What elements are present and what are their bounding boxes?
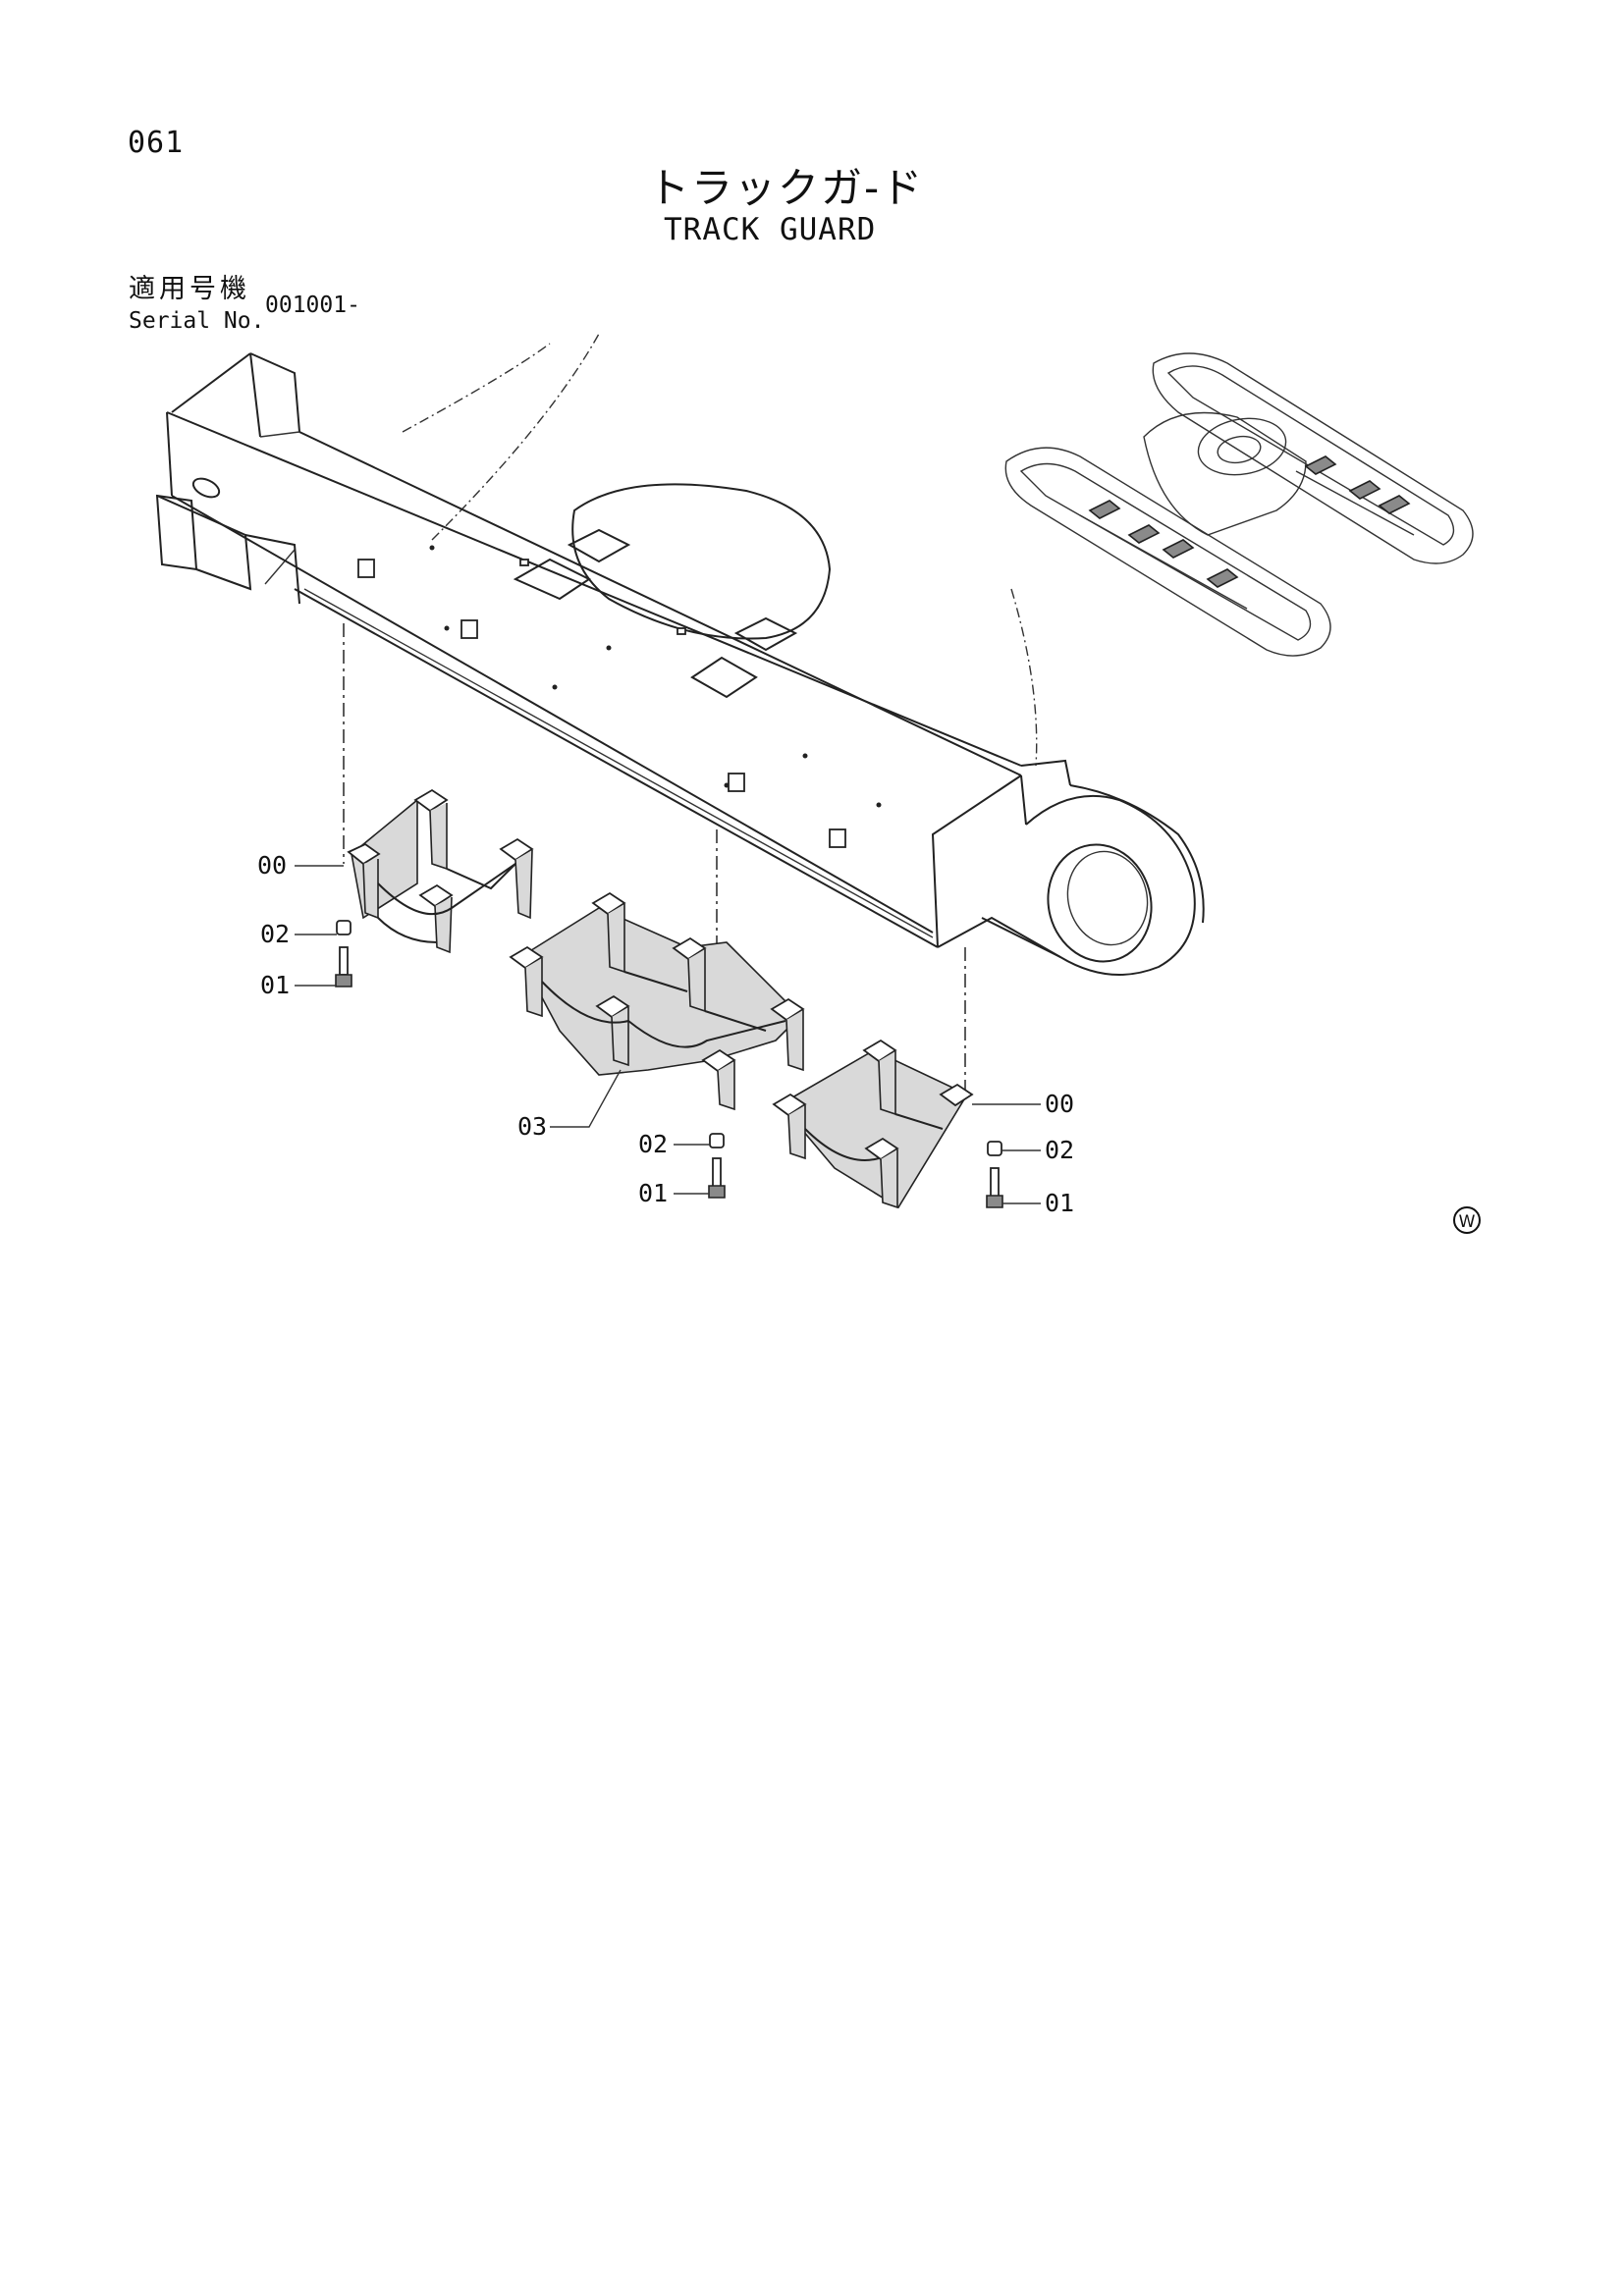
serial-label-japanese: 適用号機	[129, 274, 250, 304]
circled-w-mark: W	[1453, 1206, 1481, 1234]
callout-right-washer: 02	[1045, 1136, 1074, 1164]
serial-number-value: 001001-	[265, 293, 360, 318]
center-track-guard	[509, 891, 805, 1111]
page-number: 061	[128, 126, 185, 160]
left-washer-and-bolt	[335, 920, 352, 988]
callout-center-washer: 02	[638, 1130, 668, 1158]
serial-label-english: Serial No.	[129, 308, 265, 334]
title-english: TRACK GUARD	[664, 212, 877, 247]
right-track-guard	[772, 1039, 974, 1209]
leader-lines	[295, 865, 1041, 1204]
right-washer-and-bolt	[986, 1141, 1003, 1208]
undercarriage-inset-drawing	[1004, 352, 1474, 657]
title-japanese: トラックガ-ド	[648, 164, 925, 212]
callout-right-bolt: 01	[1045, 1189, 1074, 1217]
callout-center-guard: 03	[517, 1112, 547, 1141]
left-track-guard	[347, 788, 534, 954]
callout-center-bolt: 01	[638, 1179, 668, 1207]
track-guard-exploded-diagram: 00 02 01 03 02 01 00 02 01 W	[155, 333, 1481, 1234]
callout-left-bolt: 01	[260, 971, 290, 999]
track-frame-drawing	[155, 333, 1205, 976]
centerlines	[343, 623, 966, 1090]
callout-left-guard: 00	[257, 851, 287, 880]
center-washer-and-bolt	[708, 1133, 726, 1199]
callout-right-guard: 00	[1045, 1090, 1074, 1118]
callout-left-washer: 02	[260, 920, 290, 948]
mark-letter: W	[1459, 1212, 1476, 1232]
